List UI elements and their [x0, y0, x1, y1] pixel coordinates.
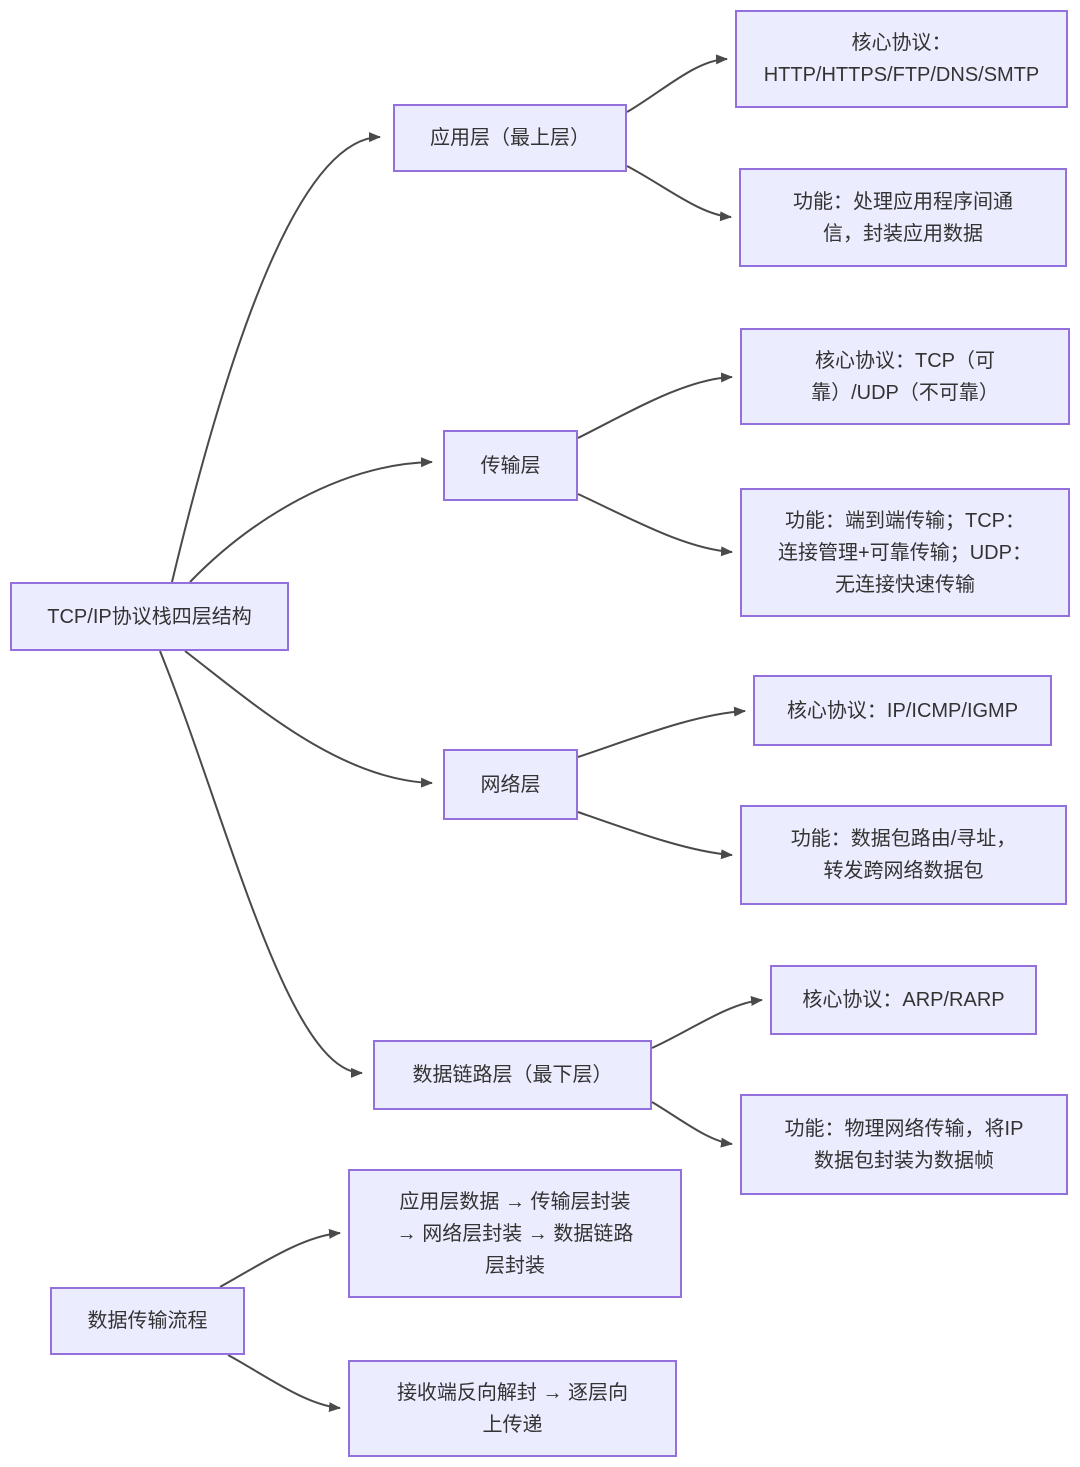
edge-network-to-core-protocols: [577, 706, 746, 758]
node-transport-layer: 传输层: [443, 430, 578, 501]
node-application-function: 功能：处理应用程序间通 信，封装应用数据: [739, 168, 1067, 267]
node-label: 网络层: [480, 773, 541, 796]
edge-root1-to-network-layer: [184, 650, 433, 788]
edge-application-to-function: [626, 165, 732, 222]
node-label: 功能：端到端传输；TCP： 连接管理+可靠传输；UDP： 无连接快速传输: [778, 509, 1032, 596]
node-label: 数据链路层（最下层）: [412, 1064, 613, 1086]
node-datalink-function: 功能：物理网络传输，将IP 数据包封装为数据帧: [740, 1094, 1068, 1195]
node-label: 数据传输流程: [87, 1310, 208, 1332]
edge-root1-to-datalink-layer: [159, 650, 363, 1078]
node-tcpip-stack-root: TCP/IP协议栈四层结构: [10, 582, 289, 651]
node-label: TCP/IP协议栈四层结构: [47, 605, 252, 628]
node-label: 功能：处理应用程序间通 信，封装应用数据: [793, 190, 1013, 245]
node-application-core-protocols: 核心协议： HTTP/HTTPS/FTP/DNS/SMTP: [735, 10, 1068, 108]
node-label: 接收端反向解封 → 逐层向 上传递: [396, 1381, 629, 1436]
edge-network-to-function: [577, 811, 733, 860]
node-data-transfer-flow-root: 数据传输流程: [50, 1287, 245, 1355]
node-network-core-protocols: 核心协议：IP/ICMP/IGMP: [753, 675, 1052, 746]
node-transport-function: 功能：端到端传输；TCP： 连接管理+可靠传输；UDP： 无连接快速传输: [740, 488, 1070, 617]
node-network-layer: 网络层: [443, 749, 578, 820]
node-label: 核心协议： HTTP/HTTPS/FTP/DNS/SMTP: [763, 32, 1040, 86]
node-network-function: 功能：数据包路由/寻址， 转发跨网络数据包: [740, 805, 1067, 905]
edge-root2-to-encapsulation-flow: [219, 1228, 341, 1288]
node-application-layer: 应用层（最上层）: [393, 104, 627, 172]
node-datalink-layer: 数据链路层（最下层）: [373, 1040, 652, 1110]
edge-transport-to-function: [577, 493, 733, 557]
node-decapsulation-flow: 接收端反向解封 → 逐层向 上传递: [348, 1360, 677, 1457]
edge-datalink-to-function: [651, 1101, 733, 1148]
node-label: 功能：数据包路由/寻址， 转发跨网络数据包: [790, 828, 1017, 882]
node-encapsulation-flow: 应用层数据 → 传输层封装 → 网络层封装 → 数据链路 层封装: [348, 1169, 682, 1298]
edge-root2-to-decapsulation-flow: [227, 1354, 341, 1413]
node-transport-core-protocols: 核心协议：TCP（可 靠）/UDP（不可靠）: [740, 328, 1070, 425]
node-label: 应用层数据 → 传输层封装 → 网络层封装 → 数据链路 层封装: [396, 1190, 634, 1277]
edge-application-to-core-protocols: [626, 54, 728, 113]
edge-datalink-to-core-protocols: [651, 995, 763, 1049]
node-label: 核心协议：ARP/RARP: [802, 989, 1005, 1011]
edge-root1-to-application-layer: [171, 132, 381, 583]
edge-transport-to-core-protocols: [577, 372, 733, 439]
node-label: 应用层（最上层）: [430, 127, 590, 149]
edge-root1-to-transport-layer: [189, 457, 433, 583]
node-datalink-core-protocols: 核心协议：ARP/RARP: [770, 965, 1037, 1035]
node-label: 核心协议：IP/ICMP/IGMP: [786, 699, 1019, 722]
node-label: 传输层: [480, 454, 541, 477]
node-label: 核心协议：TCP（可 靠）/UDP（不可靠）: [811, 349, 999, 404]
node-label: 功能：物理网络传输，将IP 数据包封装为数据帧: [784, 1117, 1024, 1172]
